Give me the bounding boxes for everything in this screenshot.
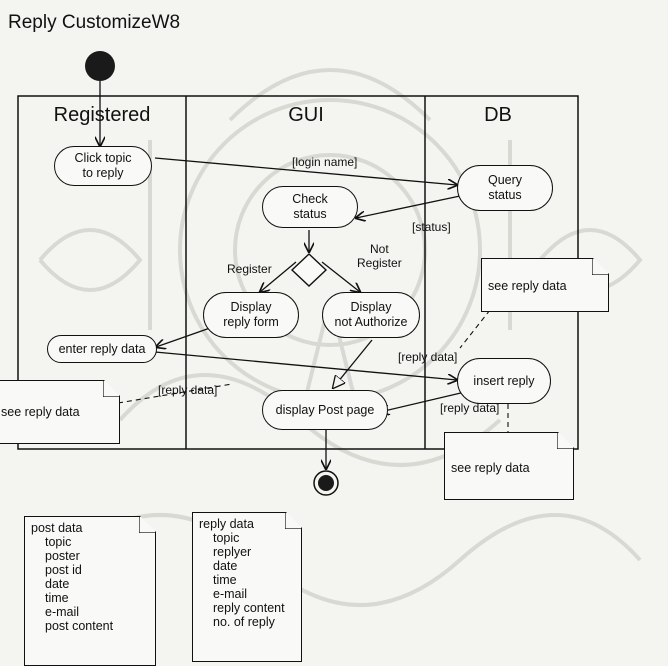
initial-node [85,51,115,81]
activity-label: status [488,188,522,202]
reply-data-field: reply content [213,601,285,615]
guard-login-name: [login name] [292,155,358,169]
activity-display-post-page: display Post page [262,390,388,430]
activity-label: Click topic [74,151,132,165]
activity-insert-reply: insert reply [457,358,551,404]
flow-query-to-check [356,195,461,218]
note-link-top-right [459,309,491,349]
reply-data-field: date [213,559,238,573]
activity-label: reply form [223,315,279,329]
flow-decision-to-replyform [260,261,297,292]
reply-data-header: reply data [199,517,254,531]
activity-label: status [293,207,327,221]
note-post-data: post data topic poster post id date time… [24,516,156,666]
reply-data-field: replyer [213,545,252,559]
post-data-field: date [45,577,70,591]
object-flow-reply-data-left: [reply data] [158,383,218,397]
flow-notauth-to-postpage [333,339,373,388]
guard-register: Register [227,262,272,276]
diagram-title: Reply CustomizeW8 [8,12,181,33]
post-data-field: topic [45,535,72,549]
lane-db: DB [484,104,512,126]
note-text: see reply data [1,405,80,419]
note-text: see reply data [451,461,530,475]
flow-insert-to-postpage [380,391,466,412]
final-node-inner [318,475,334,491]
object-flow-reply-data-mid: [reply data] [398,350,458,364]
note-text: see reply data [488,279,567,293]
activity-label: Query [487,173,523,187]
flow-enter-to-insert [154,351,457,380]
decision-node [290,253,328,287]
guard-status: [status] [412,220,451,234]
reply-data-field: topic [213,531,240,545]
flow-replyform-to-enter [156,327,211,347]
guard-label: Register [357,256,402,270]
post-data-field: e-mail [45,605,80,619]
note-see-reply-data-left: see reply data [0,380,120,444]
activity-label: not Authorize [334,315,408,329]
reply-data-field: e-mail [213,587,248,601]
reply-data-field: no. of reply [213,615,275,629]
note-see-reply-data-bottom-right: see reply data [444,432,574,500]
activity-label: to reply [82,166,124,180]
note-see-reply-data-top-right: see reply data [481,258,609,312]
guard-not-register: Not Register [357,242,402,270]
flow-click-to-query [154,157,457,185]
post-data-field: post content [45,619,114,633]
post-data-field: post id [45,563,82,577]
activity-label: Display [350,300,392,314]
object-flow-reply-data-right: [reply data] [440,401,500,415]
reply-data-field: time [213,573,237,587]
note-reply-data: reply data topic replyer date time e-mai… [192,512,302,662]
lane-registered: Registered [53,104,151,126]
activity-label: Check [292,192,328,206]
activity-label: Display [230,300,272,314]
flow-decision-to-notauth [321,261,360,292]
lane-gui: GUI [288,104,324,126]
note-link-left [117,383,233,404]
guard-label: Not [370,242,389,256]
post-data-header: post data [31,521,83,535]
post-data-field: poster [45,549,80,563]
post-data-field: time [45,591,69,605]
final-node-outer [313,470,339,496]
activity-enter-reply-data: enter reply data [47,335,157,363]
